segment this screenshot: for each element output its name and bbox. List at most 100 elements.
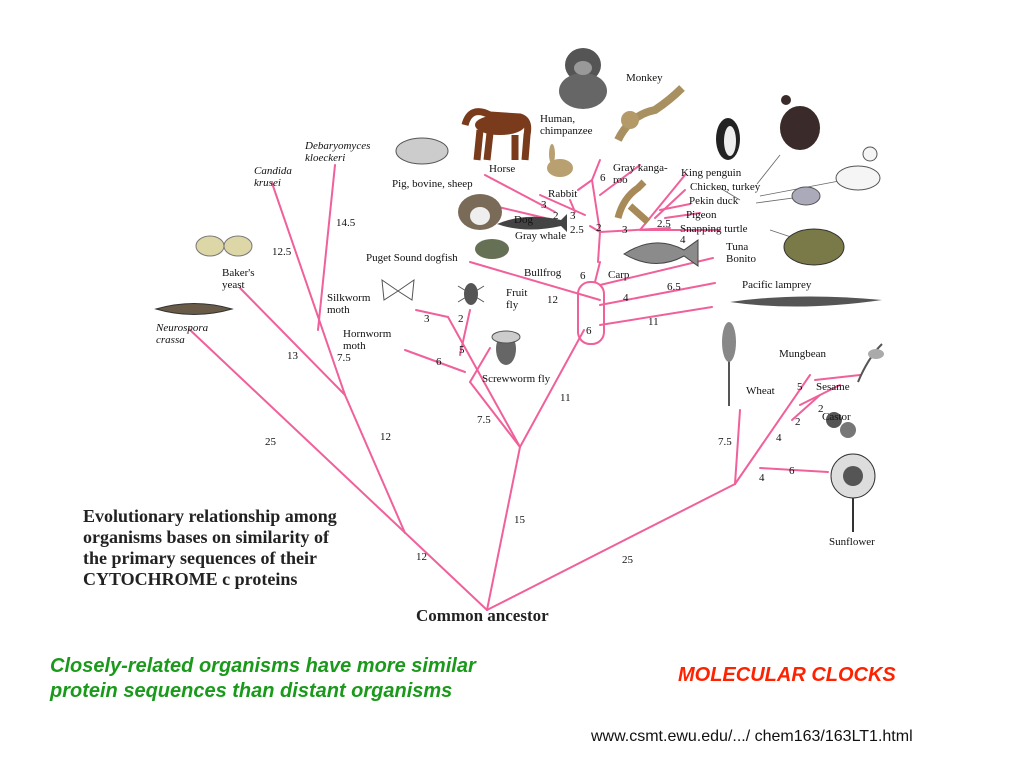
label-candida: Candida krusei xyxy=(254,165,292,189)
distance-label: 11 xyxy=(560,392,571,404)
label-sunflower: Sunflower xyxy=(829,536,875,548)
distance-label: 4 xyxy=(623,292,629,304)
wheat-icon xyxy=(722,322,736,406)
label-gray-whale: Gray whale xyxy=(515,230,567,242)
distance-label: 3 xyxy=(570,210,576,222)
distance-label: 3 xyxy=(622,224,628,236)
branch-debaryomyces xyxy=(317,164,336,331)
distance-label: 6.5 xyxy=(667,281,681,293)
distance-label: 3 xyxy=(424,313,430,325)
slide-title: MOLECULAR CLOCKS xyxy=(678,664,896,686)
distance-label: 2 xyxy=(818,403,824,415)
branch-vertebrates xyxy=(519,329,585,448)
label-debaryomyces: Debaryomyces kloeckeri xyxy=(305,140,371,164)
distance-label: 2 xyxy=(458,313,464,325)
label-chicken: Chicken, turkey xyxy=(690,181,761,193)
label-bullfrog: Bullfrog xyxy=(524,267,562,279)
branch-neurospora xyxy=(188,328,488,611)
pigeon-icon xyxy=(791,186,821,206)
branch-yeast xyxy=(239,287,346,396)
distance-label: 25 xyxy=(265,436,276,448)
duck-icon xyxy=(835,146,881,191)
rabbit-icon xyxy=(547,144,573,177)
yeast-icon xyxy=(195,235,253,257)
label-fruit-fly: Fruit fly xyxy=(506,287,528,311)
label-mungbean: Mungbean xyxy=(779,348,827,360)
distance-label: 2 xyxy=(596,222,602,234)
label-human: Human, chimpanzee xyxy=(540,113,593,137)
distance-label: 6 xyxy=(789,465,795,477)
label-pigeon: Pigeon xyxy=(686,209,717,221)
label-neurospora: Neurospora crassa xyxy=(156,322,209,346)
distance-label: 7.5 xyxy=(718,436,732,448)
branch-insects xyxy=(447,316,521,448)
horse-icon xyxy=(461,108,532,161)
fruit-fly-icon xyxy=(457,283,485,305)
branch-wheat xyxy=(734,409,741,485)
label-pekin-duck: Pekin duck xyxy=(689,195,739,207)
monkey-icon xyxy=(614,85,685,142)
neurospora-icon xyxy=(154,303,234,315)
whale-icon xyxy=(497,214,567,232)
distance-label: 2.5 xyxy=(570,224,584,236)
penguin-icon xyxy=(716,118,740,160)
label-sesame: Sesame xyxy=(816,381,850,393)
sunflower-icon xyxy=(830,453,876,532)
slide-note: Closely-related organisms have more simi… xyxy=(50,655,476,702)
castor-icon xyxy=(826,412,856,438)
label-king-penguin: King penguin xyxy=(681,167,742,179)
dog-icon xyxy=(458,194,502,230)
kangaroo-icon xyxy=(614,179,651,225)
label-monkey: Monkey xyxy=(626,72,663,84)
label-hornworm: Hornworm moth xyxy=(343,328,392,352)
distance-label: 11 xyxy=(648,316,659,328)
mungbean-icon xyxy=(857,343,884,383)
turkey-icon xyxy=(780,95,820,150)
label-rabbit: Rabbit xyxy=(548,188,578,200)
distance-label: 3 xyxy=(541,199,547,211)
distance-label: 12 xyxy=(380,431,391,443)
figure-caption: Evolutionary relationship among organism… xyxy=(83,506,337,589)
label-gray-kangaroo: Gray kanga- roo xyxy=(613,162,668,186)
carp-icon xyxy=(623,239,699,267)
label-dogfish: Puget Sound dogfish xyxy=(366,252,458,264)
branch-fungi xyxy=(344,394,406,534)
lamprey-icon xyxy=(730,296,882,307)
gorilla-icon xyxy=(559,48,607,109)
screwworm-fly-icon xyxy=(491,330,521,365)
branch-sunflower xyxy=(759,467,829,473)
silkworm-moth-icon xyxy=(381,278,415,301)
distance-label: 5 xyxy=(797,381,803,393)
distance-label: 13 xyxy=(287,350,298,362)
label-horse: Horse xyxy=(489,163,516,175)
distance-label: 25 xyxy=(622,554,633,566)
label-lamprey: Pacific lamprey xyxy=(742,279,812,291)
source-url: www.csmt.ewu.edu/.../ chem163/163LT1.htm… xyxy=(591,728,913,745)
root-label: Common ancestor xyxy=(416,606,549,625)
distance-label: 6 xyxy=(436,356,442,368)
distance-label: 2.5 xyxy=(657,218,671,230)
distance-label: 12.5 xyxy=(272,246,292,258)
distance-label: 2 xyxy=(553,210,559,222)
distance-label: 15 xyxy=(514,514,525,526)
distance-label: 4 xyxy=(776,432,782,444)
distance-label: 7.5 xyxy=(337,352,351,364)
label-bakers-yeast: Baker's yeast xyxy=(222,267,255,291)
distance-label: 6 xyxy=(580,270,586,282)
branch-candida xyxy=(271,182,346,396)
turtle-icon xyxy=(783,228,845,266)
distance-label: 12 xyxy=(547,294,558,306)
label-pig: Pig, bovine, sheep xyxy=(392,178,473,190)
distance-label: 12 xyxy=(416,551,427,563)
distance-label: 7.5 xyxy=(477,414,491,426)
distance-label: 14.5 xyxy=(336,217,356,229)
label-dog: Dog xyxy=(514,214,533,226)
label-carp: Carp xyxy=(608,269,630,281)
distance-label: 6 xyxy=(586,325,592,337)
distance-label: 5 xyxy=(459,344,465,356)
branch-plants xyxy=(486,483,736,611)
label-tuna: Tuna Bonito xyxy=(726,241,756,265)
distance-label: 4 xyxy=(759,472,765,484)
distance-label: 2 xyxy=(795,416,801,428)
